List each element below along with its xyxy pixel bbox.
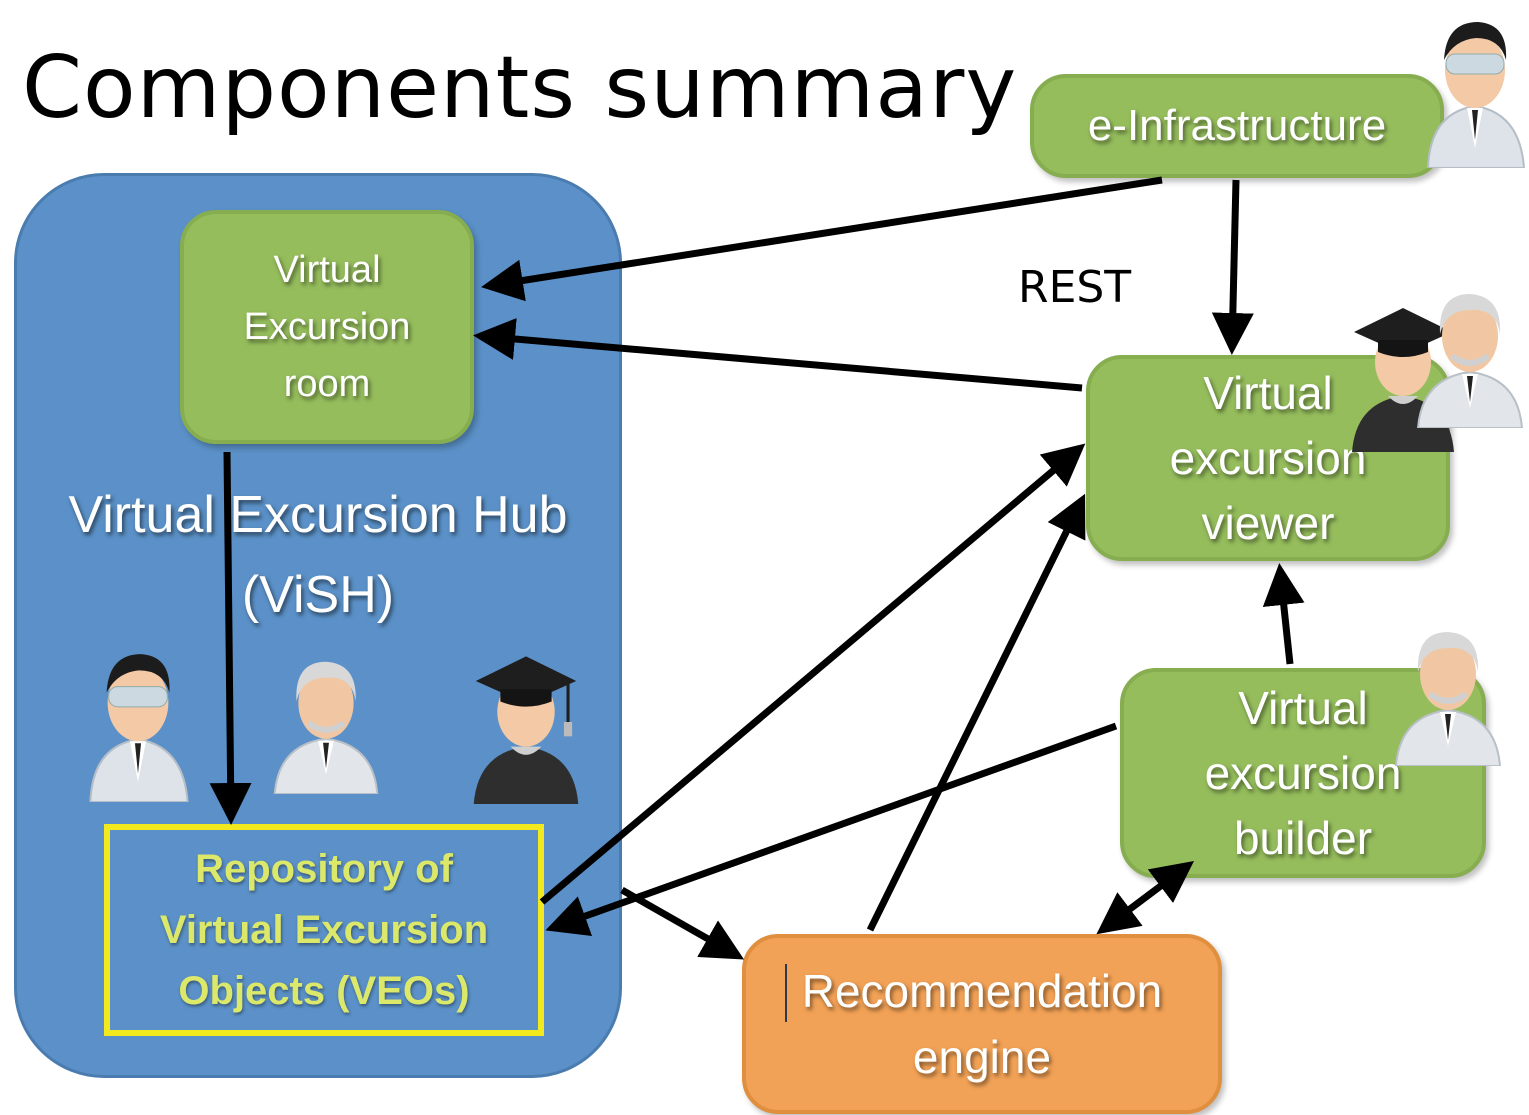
professor-icon: [1394, 632, 1502, 766]
arrow-builder-to-repository: [545, 722, 1118, 936]
arrow-viewer-to-room: [473, 318, 1083, 392]
virtual-excursion-room-box[interactable]: Virtual Excursion room: [180, 210, 474, 444]
arrow-recommendation-to-viewer: [866, 493, 1086, 932]
viewer-label: Virtual excursion viewer: [1169, 366, 1367, 549]
hub-label: Virtual Excursion Hub (ViSH): [68, 486, 568, 624]
professor-icon: [273, 661, 379, 794]
recommendation-label: Recommendation engine: [801, 965, 1163, 1083]
veo-repository-box[interactable]: Repository of Virtual Excursion Objects …: [104, 824, 544, 1036]
infra-label: e-Infrastructure: [1087, 101, 1387, 150]
builder-label: Virtual excursion builder: [1204, 681, 1402, 864]
professor-icon: [1416, 294, 1524, 428]
scientist-goggles-icon: [1426, 22, 1526, 168]
arrow-repository-to-recommendation: [620, 886, 745, 960]
page-title: Components summary: [22, 38, 1018, 138]
repository-label: Repository of Virtual Excursion Objects …: [159, 846, 489, 1013]
arrow-builder-recommendation: [1096, 861, 1194, 935]
e-infrastructure-box[interactable]: e-Infrastructure: [1030, 74, 1444, 178]
virtual-excursion-builder-box[interactable]: Virtual excursion builder: [1120, 668, 1486, 878]
arrow-infra-to-room: [481, 176, 1163, 302]
arrow-room-to-repository: [209, 451, 252, 825]
arrow-repository-to-viewer: [539, 443, 1086, 905]
arrow-builder-to-viewer: [1262, 563, 1305, 665]
recommendation-engine-box[interactable]: Recommendation engine: [742, 934, 1222, 1114]
room-label: Virtual Excursion room: [243, 248, 411, 405]
rest-label: REST: [1018, 262, 1132, 313]
graduate-student-icon: [473, 656, 579, 804]
arrow-infra-to-viewer: [1211, 179, 1254, 355]
scientist-goggles-icon: [89, 654, 189, 802]
